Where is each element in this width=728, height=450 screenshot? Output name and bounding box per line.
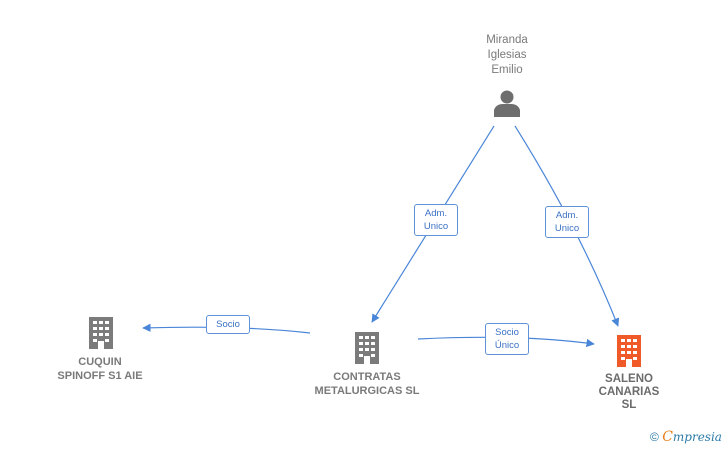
edge-label-line: Adm. [555,210,579,221]
person-name-line-3: Emilio [491,64,523,76]
node-label-cuquin[interactable]: CUQUIN SPINOFF S1 AIE [38,355,162,383]
cuquin-name-line-2: SPINOFF S1 AIE [57,370,143,382]
person-name-line-2: Iglesias [487,49,527,61]
edge-label-line: Socio [216,319,240,330]
saleno-name-line-3: SL [621,399,637,411]
edge-label-contratas-saleno[interactable]: Socio Único [485,323,529,355]
brand-watermark: © Cmpresia [650,429,722,445]
building-icon-saleno[interactable] [614,333,644,367]
edge-label-line: Unico [423,221,449,232]
contratas-name-line-1: CONTRATAS [333,371,401,383]
person-name-line-1: Miranda [486,34,528,46]
edge-label-line: Socio [495,327,519,338]
copyright-symbol: © [650,430,659,444]
edge-label-person-saleno[interactable]: Adm. Unico [545,206,589,238]
saleno-name-line-1: SALENO [605,373,653,385]
edge-label-line: Adm. [424,208,448,219]
node-label-person[interactable]: Miranda Iglesias Emilio [465,33,549,78]
edge-label-contratas-cuquin[interactable]: Socio [206,315,250,334]
building-icon-contratas[interactable] [352,330,382,364]
saleno-name-line-2: CANARIAS [598,386,660,398]
edge-label-person-contratas[interactable]: Adm. Unico [414,204,458,236]
person-icon[interactable] [492,88,522,118]
cuquin-name-line-1: CUQUIN [78,356,122,368]
edge-label-line: Unico [554,223,580,234]
brand-name: mpresia [672,430,722,444]
brand-initial: C [662,429,673,445]
node-label-saleno[interactable]: SALENO CANARIAS SL [588,373,670,412]
building-icon-cuquin[interactable] [86,315,116,349]
node-label-contratas[interactable]: CONTRATAS METALURGICAS SL [302,370,432,398]
contratas-name-line-2: METALURGICAS SL [314,385,420,397]
edge-label-line: Único [494,340,520,351]
